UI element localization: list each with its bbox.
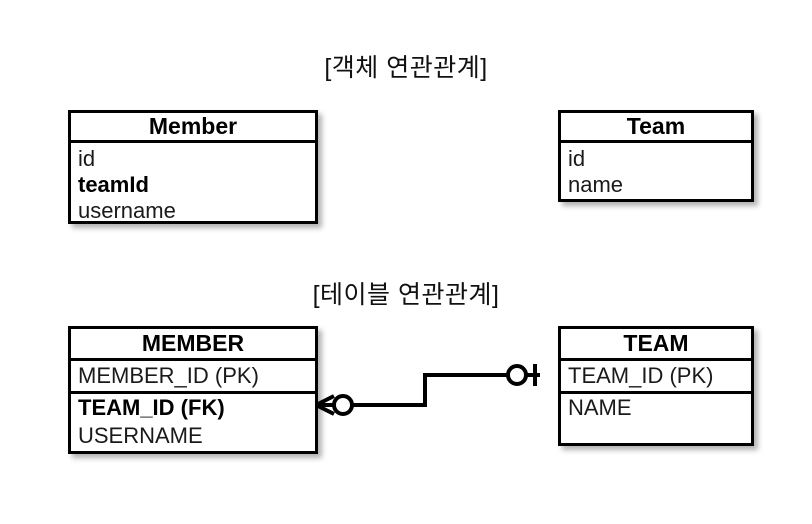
entity-member-class-attributes: id teamId username xyxy=(71,143,315,224)
entity-team-table-title: TEAM xyxy=(561,329,751,361)
entity-team-class-title: Team xyxy=(561,113,751,143)
attribute-row: name xyxy=(568,172,624,197)
column-row-primary-key: MEMBER_ID (PK) xyxy=(78,363,259,388)
column-row: NAME xyxy=(561,391,751,421)
attribute-row: username xyxy=(78,198,176,223)
entity-member-class-title: Member xyxy=(71,113,315,143)
attribute-row: id xyxy=(78,146,96,171)
entity-team-table[interactable]: TEAM TEAM_ID (PK) NAME xyxy=(558,326,754,446)
entity-team-class-attributes: id name xyxy=(561,143,751,198)
column-row: USERNAME xyxy=(78,423,203,448)
entity-member-table-columns: MEMBER_ID (PK) TEAM_ID (FK) USERNAME xyxy=(71,361,315,451)
attribute-row: teamId xyxy=(78,172,149,197)
entity-member-table-title: MEMBER xyxy=(71,329,315,361)
relationship-line xyxy=(334,373,540,407)
entity-team-class[interactable]: Team id name xyxy=(558,110,754,202)
relationship-connector-member-team[interactable] xyxy=(300,352,570,428)
entity-member-table[interactable]: MEMBER MEMBER_ID (PK) TEAM_ID (FK) USERN… xyxy=(68,326,318,454)
cardinality-zero-circle-team-side xyxy=(506,364,528,386)
entity-team-table-columns: TEAM_ID (PK) NAME xyxy=(561,361,751,421)
crows-foot-many-marker xyxy=(315,394,335,416)
section-title-table-association: [테이블 연관관계] xyxy=(312,281,500,309)
entity-member-class[interactable]: Member id teamId username xyxy=(68,110,318,224)
section-title-object-association: [객체 연관관계] xyxy=(324,54,488,82)
column-row-primary-key: TEAM_ID (PK) xyxy=(568,363,714,388)
cardinality-zero-circle-member-side xyxy=(332,394,354,416)
attribute-row: id xyxy=(568,146,586,171)
column-row-foreign-key: TEAM_ID (FK) xyxy=(71,391,315,421)
